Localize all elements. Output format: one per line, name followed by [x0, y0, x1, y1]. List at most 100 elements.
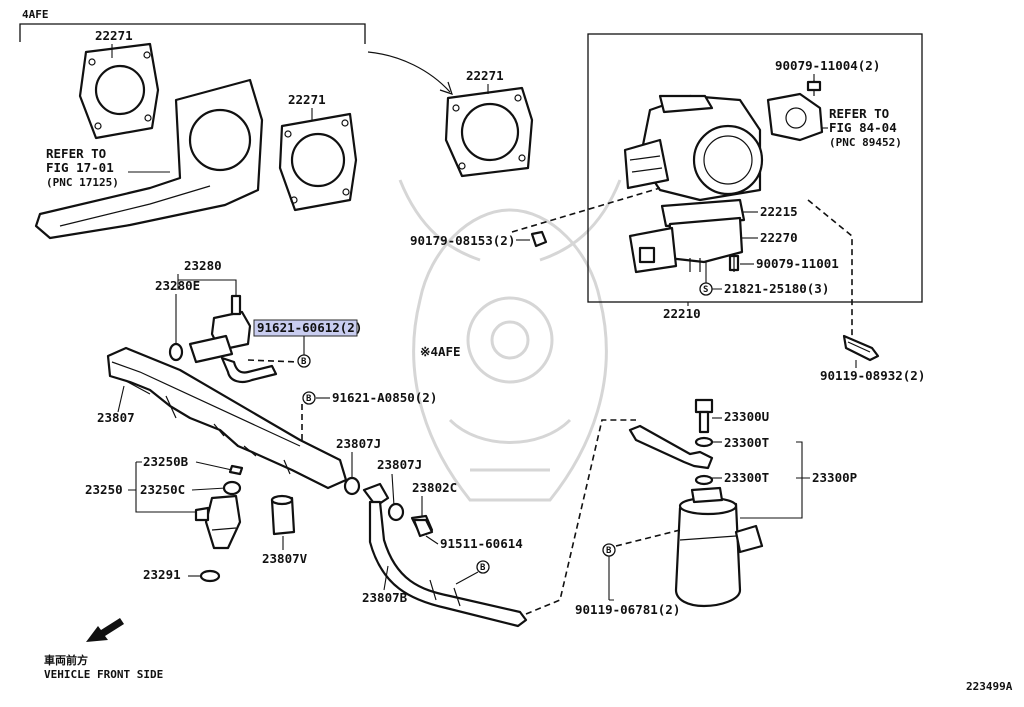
- bolt-90119-08932: [842, 334, 880, 362]
- part-23250b-label: 23250B: [143, 454, 189, 469]
- insulator-23807v: [270, 494, 296, 536]
- air-valve-22270: [628, 216, 744, 274]
- leader-symbol-b-91511: [455, 571, 479, 585]
- section-bracket: [19, 23, 366, 44]
- leader-23250c: [191, 487, 227, 491]
- figure-code: 223499A: [966, 680, 1013, 693]
- part-23250-label: 23250: [85, 482, 123, 497]
- front-side-text: VEHICLE FRONT SIDE: [44, 668, 163, 681]
- part-91511-label: 91511-60614: [440, 536, 523, 551]
- seal-23250b: [228, 464, 244, 476]
- gasket-22271-c: [444, 86, 534, 178]
- part-22210-label: 22210: [663, 306, 701, 321]
- part-23300t-b-label: 23300T: [724, 470, 769, 485]
- engine-variant-label: 4AFE: [22, 8, 49, 21]
- part-23250c-label: 23250C: [140, 482, 185, 497]
- part-91621-a0850-label: 91621-A0850(2): [332, 390, 437, 405]
- dashed-line-91621-60612: [247, 359, 299, 363]
- refer-left-line1: REFER TO: [46, 146, 106, 161]
- fuel-filter-23300p: [674, 486, 764, 608]
- o-ring-23291: [199, 569, 221, 583]
- gasket-23807j-b: [387, 502, 405, 522]
- part-22270-label: 22270: [760, 230, 798, 245]
- leader-91511: [425, 535, 439, 545]
- screw-90079-11001: [728, 254, 740, 272]
- throttle-body-22210: [623, 94, 764, 202]
- dashed-line-90179: [511, 187, 661, 233]
- part-23300p-label: 23300P: [812, 470, 857, 485]
- part-23807j-a-label: 23807J: [336, 436, 381, 451]
- pressure-regulator-23280: [188, 294, 278, 383]
- part-23280-label: 23280: [184, 258, 222, 273]
- dashed-line-90119-06781: [615, 529, 681, 547]
- part-23807-label: 23807: [97, 410, 135, 425]
- fuel-hose-23807b: [362, 482, 528, 628]
- fuel-hose-short: [628, 424, 714, 470]
- refer-right-line1: REFER TO: [829, 106, 889, 121]
- throttle-sensor: [766, 92, 824, 142]
- bolt-23300u: [694, 398, 714, 434]
- part-22215-label: 22215: [760, 204, 798, 219]
- part-23802c-label: 23802C: [412, 480, 457, 495]
- part-90119-06781-label: 90119-06781(2): [575, 602, 680, 617]
- symbol-b-90119-06781: B: [602, 543, 616, 557]
- part-23300t-a-label: 23300T: [724, 435, 769, 450]
- symbol-b-91511: B: [476, 560, 490, 574]
- leader-21821: [705, 262, 722, 290]
- o-ring-23250c: [222, 480, 242, 496]
- part-23291-label: 23291: [143, 567, 181, 582]
- refer-right-line2: FIG 84-04: [829, 120, 897, 135]
- refer-left-line3: (PNC 17125): [46, 176, 119, 189]
- svg-text:B: B: [606, 546, 612, 556]
- part-21821-label: 21821-25180(3): [724, 281, 829, 296]
- svg-text:B: B: [480, 563, 486, 573]
- refer-left-line2: FIG 17-01: [46, 160, 114, 175]
- part-23280e-label: 23280E: [155, 278, 200, 293]
- leader-23807b: [383, 565, 389, 591]
- intake-bracket: [34, 78, 264, 240]
- injector-23250: [194, 494, 242, 550]
- part-23807j-b-label: 23807J: [377, 457, 422, 472]
- refer-right-line3: (PNC 89452): [829, 136, 902, 149]
- part-90079-11004-label: 90079-11004(2): [775, 58, 880, 73]
- svg-text:B: B: [301, 357, 307, 367]
- bolt-90179-08153: [530, 230, 548, 248]
- watermark-emblem: [398, 179, 622, 502]
- o-ring-23280e: [168, 342, 184, 362]
- part-23807b-label: 23807B: [362, 590, 408, 605]
- leader-90119-06781: [608, 556, 614, 601]
- part-90079-11001-label: 90079-11001: [756, 256, 839, 271]
- symbol-b-91621-a0850: B: [302, 391, 316, 405]
- leader-23807: [117, 385, 125, 413]
- transfer-arrow-head: [439, 81, 453, 95]
- highlight-91621-60612[interactable]: [253, 319, 358, 337]
- leader-23250b: [195, 461, 233, 471]
- gasket-23807j-a: [343, 476, 361, 496]
- part-90179-08153-label: 90179-08153(2): [410, 233, 515, 248]
- front-arrow-icon: [86, 618, 124, 642]
- svg-text:B: B: [306, 394, 312, 404]
- part-22271-b-label: 22271: [288, 92, 326, 107]
- transfer-arrow: [367, 51, 451, 93]
- bracket-23300p: [740, 441, 810, 519]
- part-23807v-label: 23807V: [262, 551, 308, 566]
- symbol-s-21821: S: [699, 282, 713, 296]
- bolt-91511: [412, 518, 434, 538]
- gasket-22271-a: [78, 42, 160, 140]
- gasket-23300t-a: [694, 436, 714, 448]
- gasket-23300t-b: [694, 474, 714, 486]
- part-90119-08932-label: 90119-08932(2): [820, 368, 925, 383]
- screw-90079-11004: [806, 80, 822, 96]
- bracket-23280: [177, 274, 237, 296]
- part-22271-a-label: 22271: [95, 28, 133, 43]
- throttle-body-frame: [587, 33, 923, 303]
- part-91621-60612-label: 91621-60612(2): [257, 320, 362, 335]
- dashed-line-90119-08932: [807, 199, 853, 336]
- symbol-b-91621-60612: B: [297, 354, 311, 368]
- part-23300u-label: 23300U: [724, 409, 769, 424]
- front-side-kanji: 車両前方: [44, 653, 88, 667]
- gasket-22271-b: [278, 112, 358, 212]
- variant-note: ※4AFE: [420, 344, 461, 359]
- leader-23807j-b: [391, 473, 395, 507]
